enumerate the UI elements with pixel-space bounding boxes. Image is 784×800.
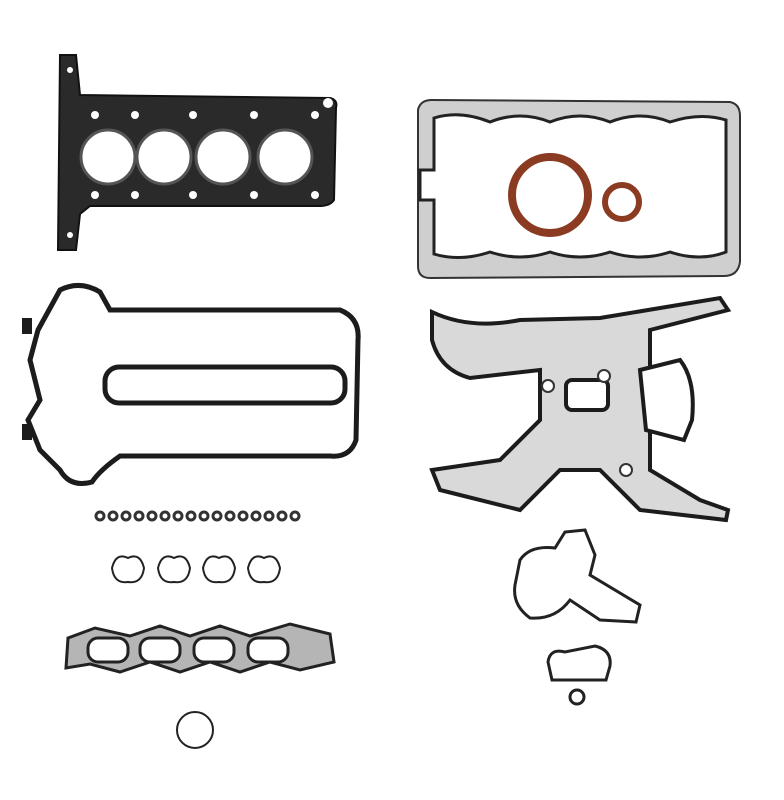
intake-seals <box>110 555 282 584</box>
valve-cover-gasket <box>22 283 361 486</box>
timing-cover-gasket <box>429 295 732 523</box>
exhaust-manifold-gasket <box>64 622 336 674</box>
cylinder-head-gasket <box>56 54 338 251</box>
water-pump-gasket <box>513 528 642 706</box>
seal-ring <box>176 711 214 749</box>
o-ring-row <box>94 510 301 522</box>
oil-pan-gasket <box>417 98 741 280</box>
